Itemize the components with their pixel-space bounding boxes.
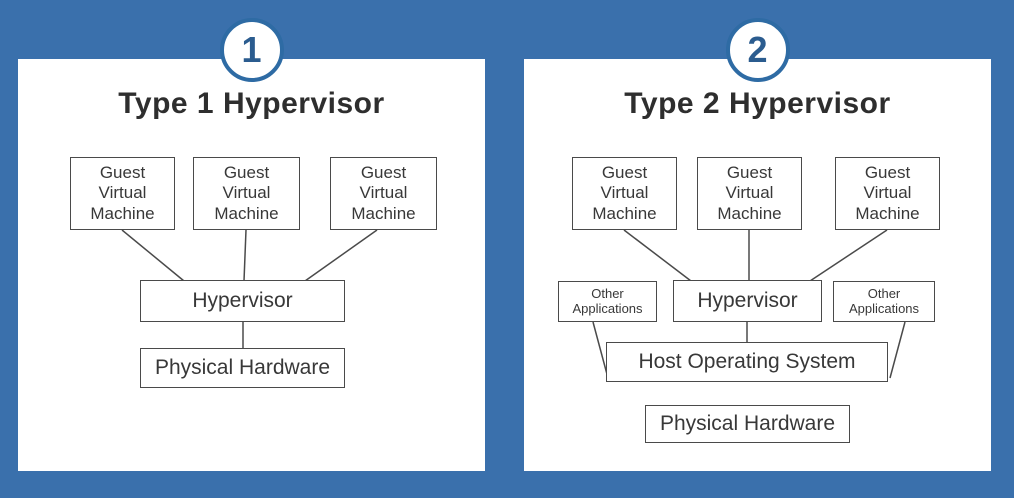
type2-physical-hardware-box: Physical Hardware (645, 405, 850, 443)
type-1-panel-title: Type 1 Hypervisor (118, 87, 385, 120)
type2-host-operating-system-box: Host Operating System (606, 342, 888, 382)
type2-guest-vm-box-2: Guest Virtual Machine (697, 157, 802, 230)
type-2-connector-lines (592, 229, 906, 379)
type1-guest-vm-box-3: Guest Virtual Machine (330, 157, 437, 230)
type-2-hypervisor-panel: 2 Type 2 Hypervisor Guest Virtual Machin… (524, 18, 991, 471)
type2-other-applications-left-box: Other Applications (558, 281, 657, 322)
type-1-hypervisor-panel: 1 Type 1 Hypervisor Guest Virtual Machin… (18, 18, 485, 471)
step-1-badge: 1 (219, 18, 284, 82)
type1-physical-hardware-box: Physical Hardware (140, 348, 345, 388)
type1-hypervisor-box: Hypervisor (140, 280, 345, 322)
type2-other-applications-right-box: Other Applications (833, 281, 935, 322)
type1-guest-vm-box-2: Guest Virtual Machine (193, 157, 300, 230)
step-2-badge-number: 2 (747, 29, 768, 70)
type2-hypervisor-box: Hypervisor (673, 280, 822, 322)
step-1-badge-number: 1 (241, 29, 262, 70)
type-2-panel-title: Type 2 Hypervisor (624, 87, 891, 120)
type1-guest-vm-box-1: Guest Virtual Machine (70, 157, 175, 230)
type2-guest-vm-box-3: Guest Virtual Machine (835, 157, 940, 230)
type2-guest-vm-box-1: Guest Virtual Machine (572, 157, 677, 230)
type-1-connector-lines (121, 229, 378, 349)
step-2-badge: 2 (725, 18, 790, 82)
